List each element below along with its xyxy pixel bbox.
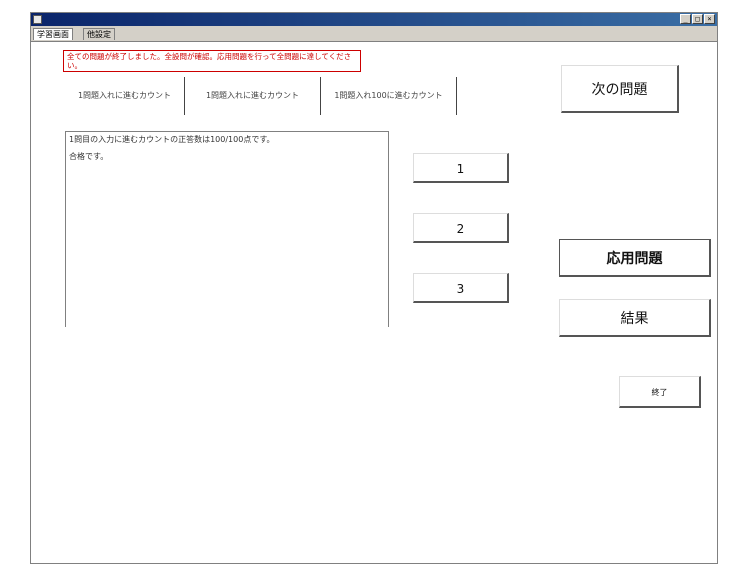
- tab-strip: 学習画面 他設定: [31, 26, 717, 42]
- end-button[interactable]: 終了: [619, 376, 701, 408]
- score-line: 1問目の入力に進むカウントの正答数は100/100点です。: [69, 135, 275, 144]
- applied-question-button[interactable]: 応用問題: [559, 239, 711, 277]
- status-message: 全ての問題が終了しました。全設問が確認。応用問題を行って全問題に達してください。: [63, 50, 361, 72]
- tab-other-settings[interactable]: 他設定: [83, 28, 115, 40]
- title-bar: _ □ ×: [31, 13, 717, 26]
- close-icon[interactable]: ×: [704, 14, 715, 24]
- counter-label-1: 1問題入れに進むカウント: [65, 77, 185, 115]
- answer-button-1[interactable]: 1: [413, 153, 509, 183]
- answer-button-3[interactable]: 3: [413, 273, 509, 303]
- window-controls: _ □ ×: [680, 14, 715, 24]
- next-question-button[interactable]: 次の問題: [561, 65, 679, 113]
- app-icon: [33, 15, 42, 24]
- minimize-icon[interactable]: _: [680, 14, 691, 24]
- pass-line: 合格です。: [69, 152, 109, 161]
- counter-label-3: 1問題入れ100に進むカウント: [321, 77, 457, 115]
- counter-label-2: 1問題入れに進むカウント: [185, 77, 321, 115]
- tab-study-screen[interactable]: 学習画面: [33, 28, 73, 40]
- result-text-area: 1問目の入力に進むカウントの正答数は100/100点です。 合格です。: [65, 131, 389, 327]
- result-button[interactable]: 結果: [559, 299, 711, 337]
- maximize-icon[interactable]: □: [692, 14, 703, 24]
- app-window: _ □ × 学習画面 他設定 全ての問題が終了しました。全設問が確認。応用問題を…: [30, 12, 718, 564]
- answer-button-2[interactable]: 2: [413, 213, 509, 243]
